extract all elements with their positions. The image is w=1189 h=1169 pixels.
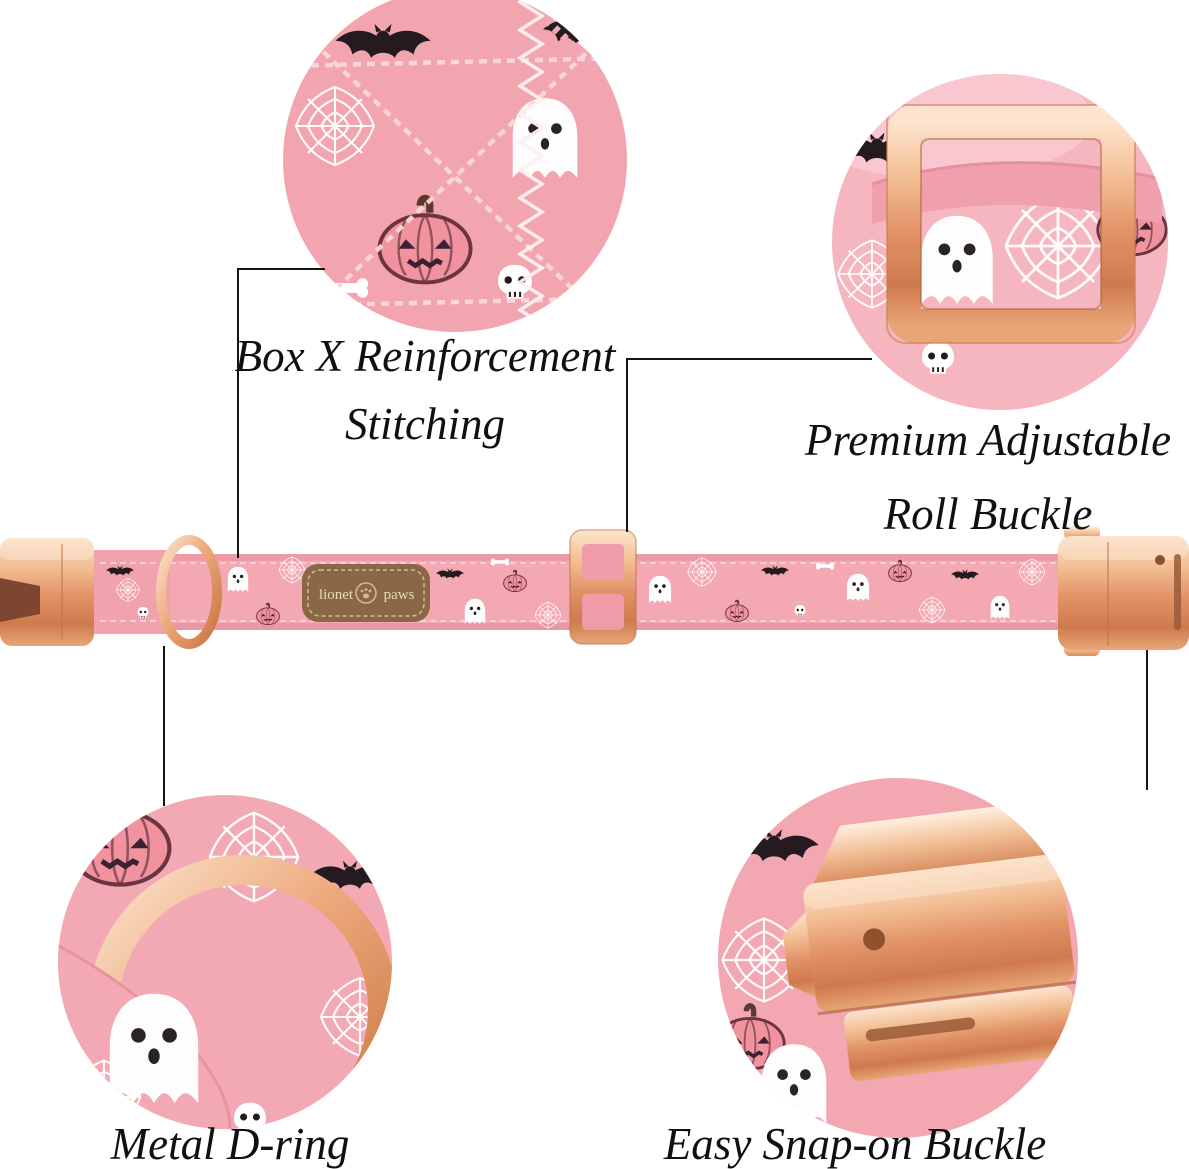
- callout-line-roll-buckle-vertical: [626, 358, 628, 532]
- d-ring-label: Metal D-ring: [110, 1119, 350, 1169]
- stitching-label-line1: Box X Reinforcement: [234, 331, 616, 381]
- stitching-label-line2: Stitching: [345, 399, 505, 450]
- callout-line-roll-buckle-horizontal: [626, 358, 872, 360]
- stitching-closeup-photo: [283, 0, 627, 332]
- snap-buckle-closeup-photo: [718, 778, 1078, 1138]
- left-snap-buckle: [0, 538, 94, 646]
- roll-buckle-label: Premium Adjustable Roll Buckle: [718, 404, 1189, 552]
- roll-buckle-closeup-photo: [832, 74, 1168, 410]
- snap-buckle-label: Easy Snap-on Buckle: [663, 1119, 1047, 1169]
- callout-line-snap-buckle-vertical: [1146, 650, 1148, 790]
- roll-buckle-label-line1: Premium Adjustable: [804, 415, 1172, 465]
- tag-text-left: lionet: [319, 587, 354, 603]
- callout-line-stitching-horizontal: [237, 268, 325, 270]
- tag-text-right: paws: [384, 587, 415, 603]
- adjuster-slide: [569, 529, 637, 645]
- d-ring-closeup-photo: [58, 795, 392, 1129]
- callout-line-stitching-vertical: [237, 268, 239, 558]
- stitching-label: Box X Reinforcement Stitching: [155, 322, 695, 459]
- metal-d-ring: [156, 535, 222, 649]
- snap-buckle-metal: [782, 803, 1078, 1082]
- roll-buckle-frame: [886, 104, 1136, 344]
- brand-leather-tag: lionet paws: [302, 564, 430, 622]
- collar-product-photo: lionet paws: [0, 510, 1189, 670]
- right-snap-buckle: [1058, 526, 1189, 656]
- callout-line-d-ring-vertical: [163, 646, 165, 806]
- roll-buckle-label-line2: Roll Buckle: [883, 488, 1093, 539]
- paw-logo-icon: [355, 582, 377, 604]
